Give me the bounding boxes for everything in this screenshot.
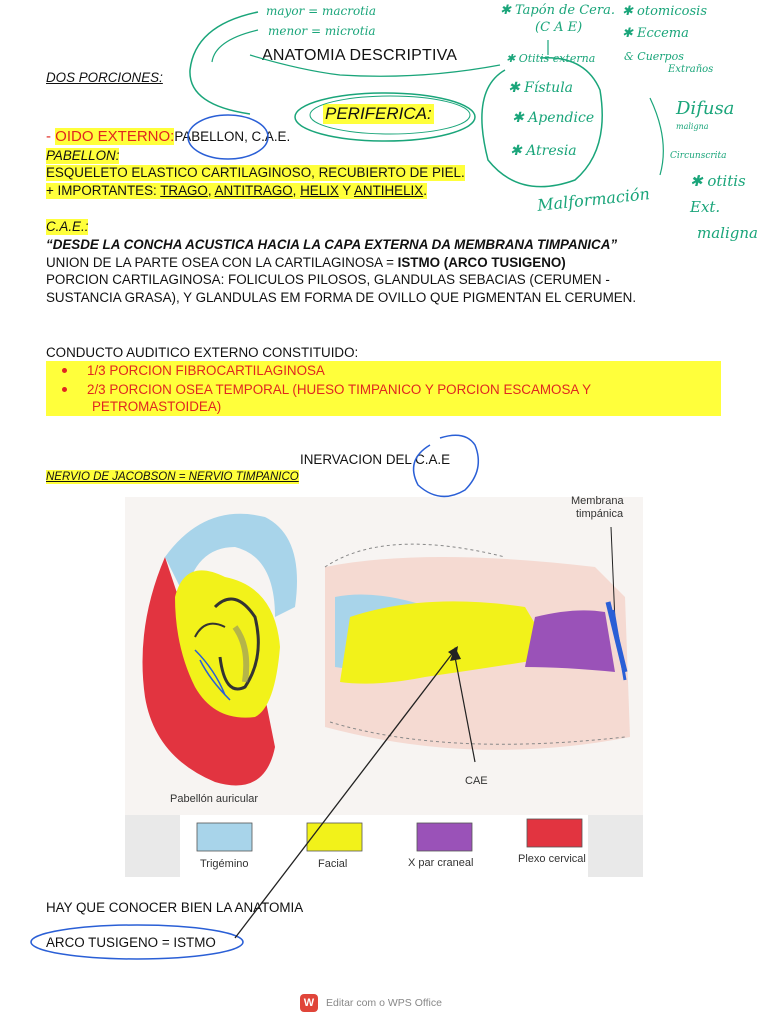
- y-word: Y: [338, 183, 354, 198]
- cae-heading: C.A.E.:: [46, 219, 89, 235]
- bullet-item-2-cont: PETROMASTOIDEA): [92, 399, 222, 414]
- conducto-heading: CONDUCTO AUDITICO EXTERNO CONSTITUIDO:: [46, 345, 359, 360]
- antitrago-term: ANTITRAGO: [214, 183, 293, 198]
- ear-anatomy-figure: Membrana timpánica CAE Pabellón auricula…: [125, 495, 643, 877]
- note-otomicosis: ✱ otomicosis: [622, 4, 707, 19]
- dot: .: [423, 183, 427, 198]
- bullet-text-1: 1/3 PORCION FIBROCARTILAGINOSA: [87, 363, 325, 378]
- note-extranos: Extraños: [668, 64, 714, 75]
- cae-label: CAE: [465, 775, 488, 787]
- note-eccema: ✱ Eccema: [622, 26, 689, 41]
- pabellon-cae-text: PABELLON, C.A.E.: [174, 129, 291, 144]
- trago-term: TRAGO: [160, 183, 208, 198]
- bullet-item-2: 2/3 PORCION OSEA TEMPORAL (HUESO TIMPANI…: [62, 381, 591, 398]
- importantes-line: + IMPORTANTES: TRAGO, ANTITRAGO, HELIX Y…: [46, 183, 427, 199]
- wps-footer[interactable]: W Editar com o WPS Office: [300, 994, 442, 1012]
- legend-label-trigemino: Trigémino: [200, 858, 249, 870]
- legend-label-plexo: Plexo cervical: [518, 853, 586, 865]
- timpanica-label: timpánica: [576, 508, 624, 520]
- legend-swatch-x-par: [416, 822, 473, 852]
- conocer-text: HAY QUE CONOCER BIEN LA ANATOMIA: [46, 900, 304, 915]
- oido-externo-label: OIDO EXTERNO:: [55, 128, 175, 145]
- wps-logo-icon: W: [300, 994, 318, 1012]
- note-cuerpos: & Cuerpos: [624, 50, 684, 63]
- sep: ,: [292, 183, 301, 198]
- istmo-text: ISTMO (ARCO TUSIGENO): [397, 255, 566, 270]
- note-otitis-externa: ✱ Otitis externa: [506, 52, 596, 65]
- note-mayor: mayor = macrotia: [266, 4, 376, 18]
- note-apendice: ✱ Apendice: [512, 110, 595, 126]
- pabellon-heading: PABELLON:: [46, 148, 120, 164]
- sep: ,: [207, 183, 215, 198]
- porcion-line-2: SUSTANCIA GRASA), Y GLANDULAS EM FORMA D…: [46, 290, 637, 305]
- note-fistula: ✱ Fístula: [508, 80, 574, 96]
- note-ext: Ext.: [690, 198, 721, 216]
- bullet-text-2a: 2/3 PORCION OSEA TEMPORAL (HUESO TIMPANI…: [87, 382, 592, 397]
- bullet-highlight: [46, 361, 721, 416]
- note-otitis: ✱ otitis: [690, 172, 746, 190]
- arco-text: ARCO TUSIGENO = ISTMO: [46, 935, 216, 950]
- inervacion-heading: INERVACION DEL C.A.E: [300, 452, 451, 467]
- porcion-line-1: PORCION CARTILAGINOSA: FOLICULOS PILOSOS…: [46, 272, 610, 287]
- note-cae: (C A E): [535, 20, 583, 35]
- note-menor: menor = microtia: [268, 24, 376, 38]
- ear-illustration: [125, 513, 643, 877]
- legend-swatch-facial: [306, 822, 363, 852]
- note-tapon: ✱ Tapón de Cera.: [500, 3, 615, 18]
- cae-quote: “DESDE LA CONCHA ACUSTICA HACIA LA CAPA …: [46, 237, 618, 252]
- importantes-prefix: + IMPORTANTES:: [46, 183, 161, 198]
- union-line: UNION DE LA PARTE OSEA CON LA CARTILAGIN…: [46, 255, 566, 271]
- note-circunscrita: Circunscrita: [670, 151, 727, 161]
- note-difusa: Difusa: [676, 98, 735, 119]
- periferica-heading: PERIFERICA:: [323, 104, 434, 124]
- oido-externo-line: - OIDO EXTERNO:PABELLON, C.A.E.: [46, 128, 290, 146]
- page-title: ANATOMIA DESCRIPTIVA: [262, 47, 458, 64]
- wps-footer-text: Editar com o WPS Office: [326, 997, 442, 1009]
- bullet-item-1: 1/3 PORCION FIBROCARTILAGINOSA: [62, 362, 325, 379]
- legend-label-facial: Facial: [318, 858, 348, 870]
- note-maligna-small: maligna: [676, 122, 709, 131]
- dos-porciones-heading: DOS PORCIONES:: [46, 70, 163, 85]
- legend-swatch-plexo: [526, 818, 583, 848]
- nervio-jacobson: NERVIO DE JACOBSON = NERVIO TIMPANICO: [46, 470, 299, 484]
- union-text: UNION DE LA PARTE OSEA CON LA CARTILAGIN…: [46, 255, 398, 270]
- note-atresia: ✱ Atresia: [510, 143, 577, 159]
- pabellon-auricular-label: Pabellón auricular: [170, 793, 259, 805]
- note-malformacion: Malformación: [536, 184, 651, 215]
- legend-swatch-trigemino: [196, 822, 253, 852]
- esqueleto-text: ESQUELETO ELASTICO CARTILAGINOSO, RECUBI…: [46, 165, 465, 181]
- note-maligna: maligna: [697, 224, 758, 242]
- oido-dash: -: [46, 128, 56, 145]
- legend-label-x-par: X par craneal: [408, 857, 474, 869]
- bullet-dot: [62, 367, 67, 373]
- antihelix-term: ANTIHELIX: [353, 183, 424, 198]
- bullet-dot: [62, 386, 67, 392]
- helix-term: HELIX: [300, 183, 339, 198]
- membrana-label: Membrana: [571, 495, 624, 507]
